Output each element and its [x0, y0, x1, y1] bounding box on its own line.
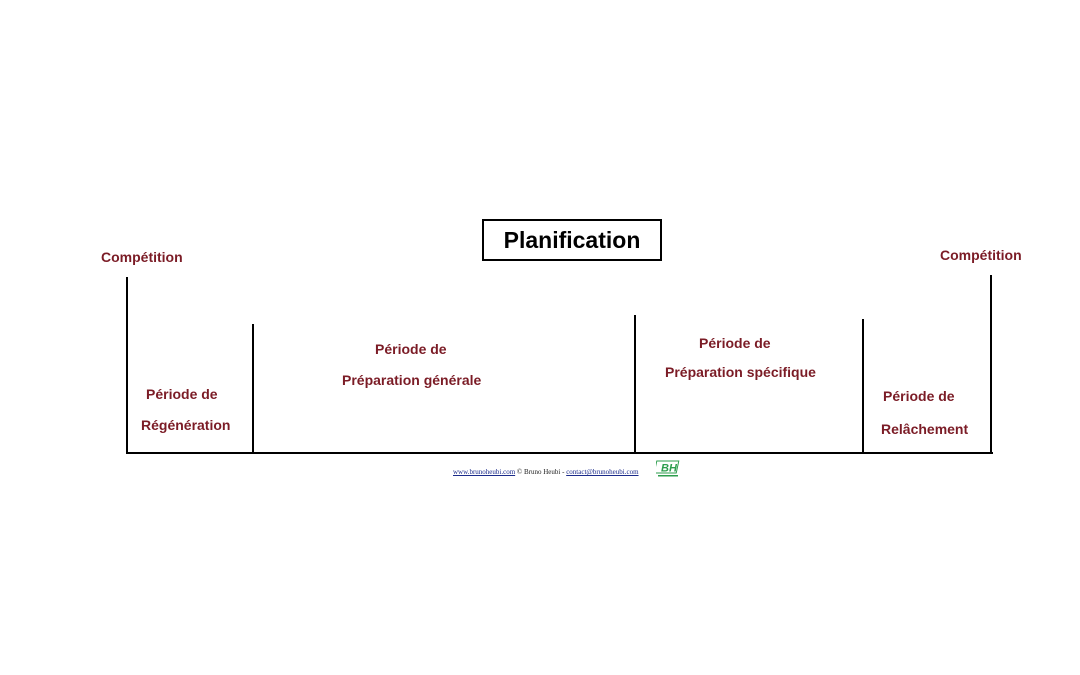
period-relaxation-line1: Période de — [883, 388, 955, 404]
period-general-line2: Préparation générale — [342, 372, 482, 388]
divider-specific-relaxation — [862, 319, 864, 454]
copyright-text: © Bruno Heubi — [516, 468, 561, 476]
period-relaxation-line2: Relâchement — [881, 421, 969, 437]
period-general-line1: Période de — [375, 341, 447, 357]
period-regeneration-line2: Régénération — [141, 417, 231, 433]
email-link[interactable]: contact@brunoheubi.com — [566, 468, 639, 476]
period-specific-line1: Période de — [699, 335, 771, 351]
competition-label-left: Compétition — [101, 249, 183, 265]
period-specific-line2: Préparation spécifique — [665, 364, 816, 380]
bh-logo-icon: BH — [656, 460, 680, 477]
footer-credits: www.brunoheubi.com © Bruno Heubi - conta… — [453, 468, 639, 477]
divider-competition-right — [990, 275, 992, 454]
period-regeneration-line1: Période de — [146, 386, 218, 402]
divider-competition-left — [126, 277, 128, 454]
timeline-baseline — [127, 452, 993, 454]
website-link[interactable]: www.brunoheubi.com — [453, 468, 516, 476]
competition-label-right: Compétition — [940, 247, 1022, 263]
diagram-title: Planification — [482, 219, 662, 261]
logo-letters: BH — [661, 463, 678, 475]
divider-regeneration-general — [252, 324, 254, 454]
footer-separator: - — [562, 468, 565, 476]
divider-general-specific — [634, 315, 636, 454]
